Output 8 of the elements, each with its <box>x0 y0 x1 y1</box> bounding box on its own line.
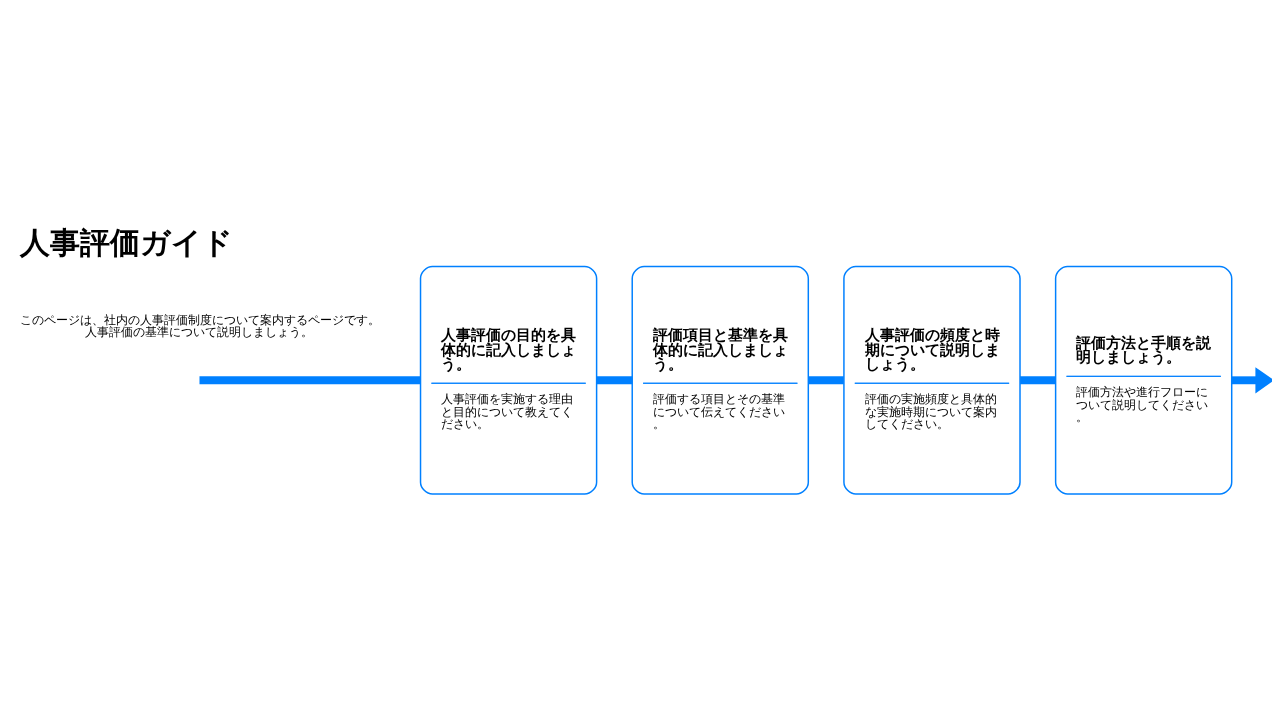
node-box: 評価項目と基準を具体的に記入しましょう。 評価する項目とその基準について伝えてください。 <box>631 265 810 495</box>
node-box: 人事評価の頻度と時期について説明しましょう。 評価の実施頻度と具体的な実施時期について案内してください。 <box>843 265 1021 495</box>
label: このページは、社内の人事評価制度について案内するページです。人事評価の基準について説明しましょう。 <box>19 312 380 340</box>
connector <box>596 376 633 385</box>
node-box: 人事評価の目的を具体的に記入しましょう。 人事評価を実施する理由と目的について教えてください。 <box>419 265 598 495</box>
node-box: 評価方法と手順を説明しましょう。 評価方法や進行フローについて説明してください。 <box>1054 265 1233 495</box>
diagram-title: 人事評価ガイド <box>19 224 233 260</box>
arrow <box>1231 367 1272 394</box>
